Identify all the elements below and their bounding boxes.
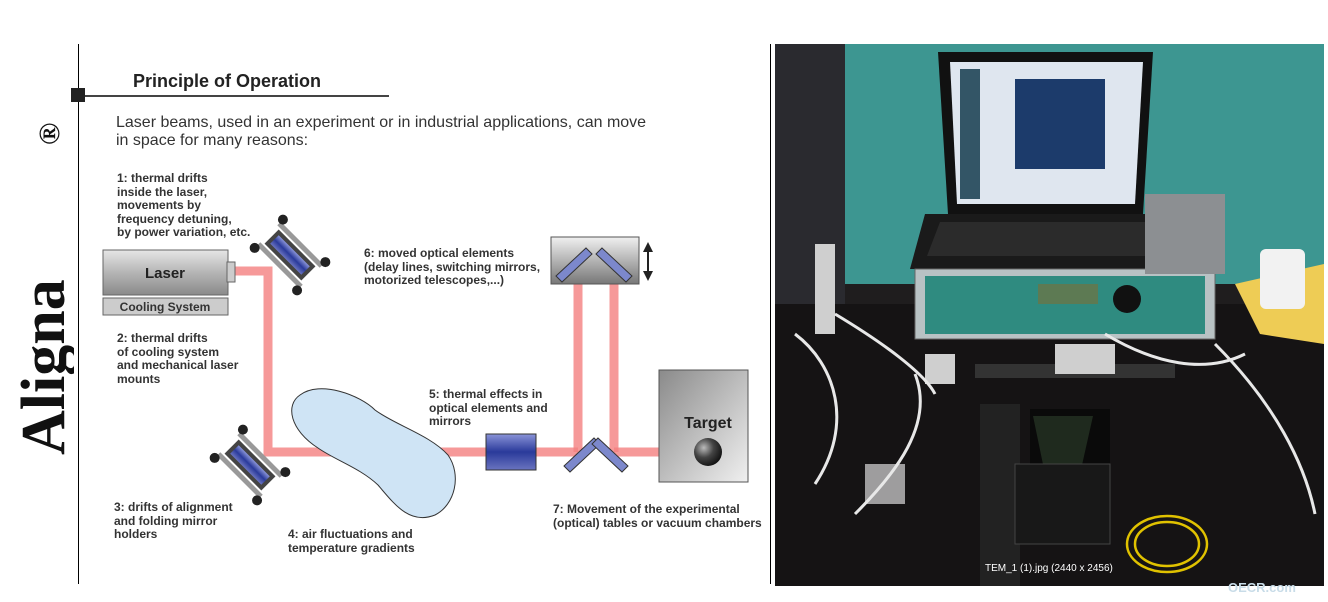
annotation-3: 3: drifts of alignment and folding mirro… [114, 500, 233, 541]
bottom-v-mirror-pair [563, 437, 629, 473]
fiber-coil [1125, 514, 1209, 574]
target-sphere [694, 438, 722, 466]
air-fluctuation-cloud [291, 388, 456, 519]
annotation-2: 2: thermal drifts of cooling system and … [117, 331, 239, 386]
laser-aperture [226, 261, 236, 283]
annotation-6: 6: moved optical elements (delay lines, … [364, 246, 541, 287]
watermark: OECR.com [1228, 580, 1296, 595]
intro-line-2: in space for many reasons: [116, 132, 309, 149]
folding-mirror-mount-bottom [209, 424, 291, 506]
optical-components [815, 244, 1175, 586]
aligna-logo: Aligna ® [14, 123, 74, 455]
laptop [910, 52, 1185, 269]
photo-white-cup [1260, 249, 1305, 309]
photo-filename-caption: TEM_1 (1).jpg (2440 x 2456) [985, 563, 1113, 574]
lab-setup-photo [775, 44, 1324, 586]
laser-body [102, 249, 229, 296]
target-label: Target [684, 415, 732, 432]
optical-element [485, 433, 537, 471]
annotation-5: 5: thermal effects in optical elements a… [429, 387, 548, 428]
intro-line-1: Laser beams, used in an experiment or in… [116, 114, 647, 131]
controller-unit [914, 194, 1225, 340]
cables [794, 312, 1317, 516]
left-vertical-rule [78, 44, 79, 584]
cooling-system-block [102, 297, 229, 316]
annotation-1: 1: thermal drifts inside the laser, move… [117, 171, 251, 239]
cooling-system-label: Cooling System [120, 300, 211, 314]
panel-separator [770, 44, 771, 584]
logo-brand-text: Aligna [14, 279, 74, 455]
rule-square-marker [71, 88, 85, 102]
annotation-4: 4: air fluctuations and temperature grad… [288, 527, 415, 555]
delay-line-mirrors [555, 247, 633, 283]
slide-intro: Laser beams, used in an experiment or in… [116, 114, 676, 150]
folding-mirror-mount-top [249, 214, 331, 296]
title-underline [85, 95, 389, 97]
up-down-arrow-icon [643, 242, 653, 281]
logo-registered-mark: ® [33, 123, 66, 145]
operation-diagram: Laser Cooling System Target [102, 214, 749, 519]
slide-title: Principle of Operation [133, 71, 322, 91]
annotation-7: 7: Movement of the experimental (optical… [553, 502, 762, 530]
laser-label: Laser [145, 265, 185, 282]
